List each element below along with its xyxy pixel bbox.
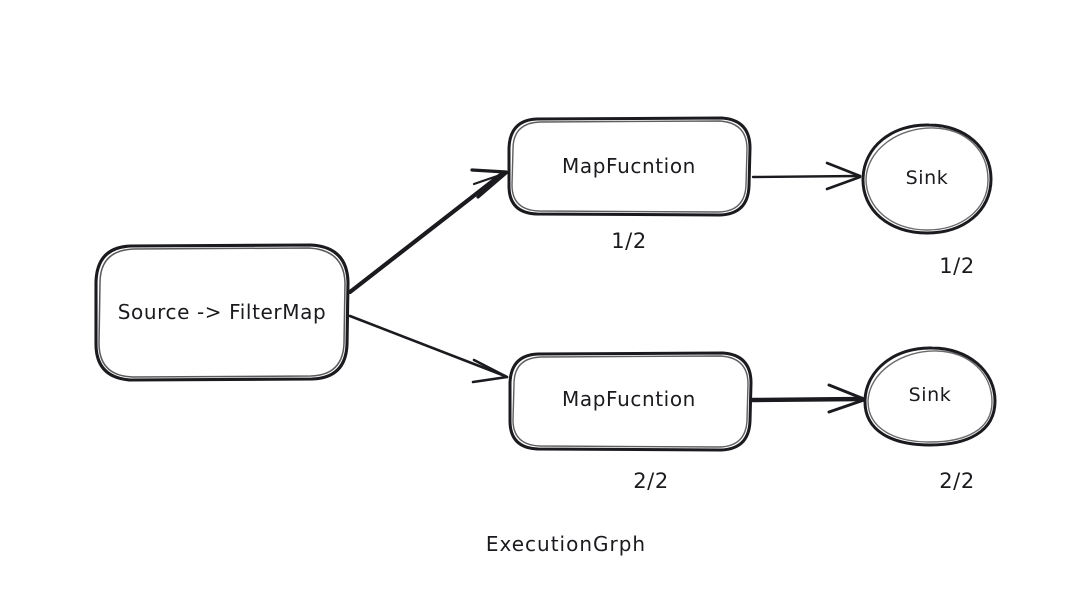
edge-source-to-map-2[interactable] xyxy=(348,314,509,384)
node-map-2-count: 2/2 xyxy=(633,469,669,493)
node-sink-1-count: 1/2 xyxy=(939,254,975,278)
node-source-label: Source -> FilterMap xyxy=(117,300,327,324)
node-sink-2-count: 2/2 xyxy=(939,469,975,493)
node-map-1-count: 1/2 xyxy=(611,229,647,253)
node-sink-1-shape[interactable] xyxy=(861,123,993,235)
diagram-caption: ExecutionGrph xyxy=(485,532,647,556)
node-map-2-shape[interactable] xyxy=(508,351,753,452)
node-map-1-label: MapFucntion xyxy=(562,154,696,178)
node-map-2-label: MapFucntion xyxy=(562,387,696,411)
node-sink-1-label: Sink xyxy=(905,167,949,189)
node-sink-2-shape[interactable] xyxy=(863,346,997,447)
edge-source-to-map-1[interactable] xyxy=(347,168,508,295)
edge-map-2-to-sink-2[interactable] xyxy=(750,383,866,414)
node-sink-2-label: Sink xyxy=(908,384,952,406)
node-map-1-shape[interactable] xyxy=(507,116,752,217)
edge-map-1-to-sink-1[interactable] xyxy=(751,161,862,191)
node-source-shape[interactable] xyxy=(94,243,350,382)
